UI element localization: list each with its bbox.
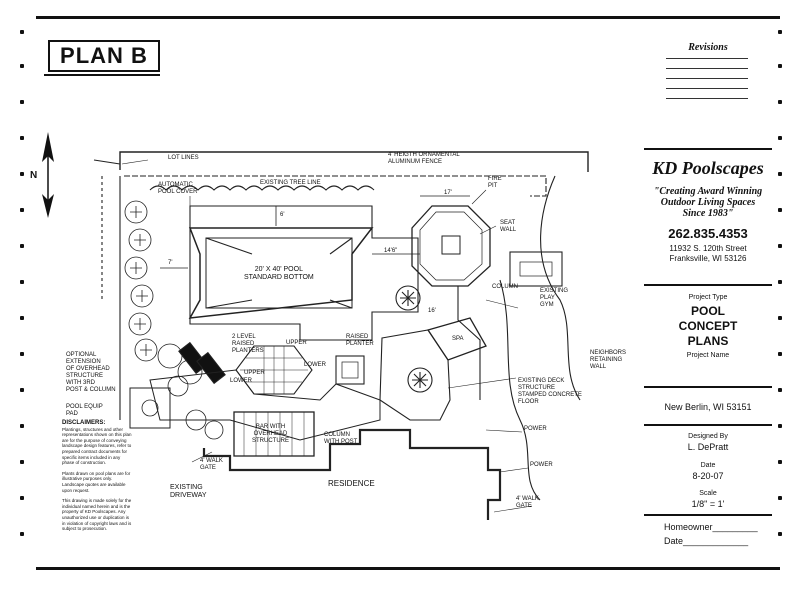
pool-cover-label: AUTOMATIC POOL COVER <box>158 182 198 195</box>
project-type: POOL CONCEPT PLANS <box>678 304 738 348</box>
equipment-pad <box>129 387 171 429</box>
column <box>395 285 421 311</box>
seat-wall-label: SEAT WALL <box>500 220 517 233</box>
lot-line <box>540 175 581 401</box>
upper-label: UPPER <box>244 370 265 376</box>
date-signature[interactable]: Date_____________ <box>664 536 749 546</box>
site-plan <box>93 151 589 520</box>
fire-pit-label: FIRE PIT <box>488 176 502 189</box>
play-gym <box>509 251 563 287</box>
fence-label: 4' HEIGTH ORNAMENTAL ALUMINUM FENCE <box>388 152 460 165</box>
title-block-divider <box>644 386 772 388</box>
dimension-7: 7' <box>168 260 173 266</box>
retaining-wall <box>499 279 541 501</box>
project-location: New Berlin, WI 53151 <box>664 402 752 412</box>
dimension-6: 6' <box>280 212 285 218</box>
revision-line <box>666 68 748 69</box>
north-arrow-icon <box>42 132 54 218</box>
column-post-label: COLUMN WITH POST <box>324 432 358 445</box>
dimension-16: 16' <box>428 308 436 314</box>
power-label: POWER <box>530 462 553 468</box>
lot-lines-label: LOT LINES <box>168 155 199 161</box>
project-name-label: Project Name <box>686 352 730 359</box>
disclaimer-text: Plants drawn on pool plans are for illus… <box>62 470 131 493</box>
residence-wall <box>202 428 502 520</box>
play-gym-label: EXISTING PLAY GYM <box>540 288 569 308</box>
company-phone: 262.835.4353 <box>668 226 748 241</box>
lounge-chair <box>196 351 226 385</box>
designer-name: L. DePratt <box>687 442 729 452</box>
disclaimer-text: Plantings, structures and other represen… <box>62 426 132 466</box>
plan-scale: 1/8" = 1' <box>691 499 725 509</box>
top-border <box>36 16 780 19</box>
tree-line <box>149 185 375 191</box>
residence-label: RESIDENCE <box>328 479 375 488</box>
bottom-border <box>36 567 780 570</box>
title-block-divider <box>644 148 772 150</box>
power-label: POWER <box>524 426 547 432</box>
revision-line <box>666 58 748 59</box>
existing-deck <box>379 329 451 421</box>
scale-label: Scale <box>699 490 717 497</box>
company-logo: KD Poolscapes <box>652 158 764 178</box>
existing-deck-label: EXISTING DECK STRUCTURE STAMPED CONCRETE… <box>518 378 582 405</box>
walk-gate-label: 4' WALK GATE <box>200 458 223 471</box>
fence-line <box>124 175 547 197</box>
revision-line <box>666 98 748 99</box>
dimension-14-6: 14'6" <box>384 248 398 254</box>
lower-label: LOWER <box>304 362 327 368</box>
bar-structure <box>233 411 315 457</box>
dimension-17: 17' <box>444 190 452 196</box>
disclaimer-block: DISCLAIMERS: Plantings, structures and o… <box>62 420 132 532</box>
disclaimer-text: This drawing is made solely for the indi… <box>62 498 132 532</box>
lot-line <box>93 159 121 165</box>
revision-line <box>666 78 748 79</box>
date-label: Date <box>700 462 716 469</box>
fire-pit-patio <box>411 205 491 287</box>
designed-by-label: Designed By <box>688 433 728 440</box>
overhead-extension-label: OPTIONAL EXTENSION OF OVERHEAD STRUCTURE… <box>66 352 116 393</box>
spa-label: SPA <box>452 336 464 342</box>
raised-planter-label: RAISED PLANTER <box>346 334 374 347</box>
retaining-wall-label: NEIGHBORS RETAINING WALL <box>590 350 627 370</box>
lot-line <box>119 151 589 172</box>
equipment-pad-label: POOL EQUIP PAD <box>66 404 103 417</box>
upper-label: UPPER <box>286 340 307 346</box>
raised-planter <box>335 355 365 385</box>
title-block-divider <box>644 424 772 426</box>
patio <box>149 369 381 441</box>
disclaimer-title: DISCLAIMERS: <box>62 420 106 426</box>
company-tagline: "Creating Award Winning Outdoor Living S… <box>653 186 763 219</box>
lower-label: LOWER <box>230 378 253 384</box>
north-label: N <box>30 170 38 181</box>
tree-line-label: EXISTING TREE LINE <box>260 180 321 186</box>
planters-label: 2 LEVEL RAISED PLANTERS <box>232 334 264 354</box>
fire-pit <box>441 235 461 255</box>
column <box>407 367 433 393</box>
pool <box>188 227 374 319</box>
walk-gate-label: 4' WALK GATE <box>516 496 539 509</box>
column-label: COLUMN <box>492 284 519 290</box>
bar-label: BAR WITH OVERHEAD STRUCTURE <box>252 424 289 444</box>
revision-line <box>666 88 748 89</box>
plan-date: 8-20-07 <box>692 471 724 481</box>
project-type-label: Project Type <box>688 294 728 301</box>
driveway-label: EXISTING DRIVEWAY <box>170 484 207 499</box>
pool-label: 20' x 40' POOL STANDARD BOTTOM <box>244 266 314 281</box>
homeowner-signature[interactable]: Homeowner_________ <box>664 522 758 532</box>
plan-title-underline <box>44 74 160 76</box>
company-address: 11932 S. 120th Street Franksville, WI 53… <box>669 244 747 263</box>
revisions-title: Revisions <box>688 42 728 53</box>
plan-title: PLAN B <box>48 40 160 72</box>
title-block-divider <box>644 514 772 516</box>
title-block-divider <box>644 284 772 286</box>
